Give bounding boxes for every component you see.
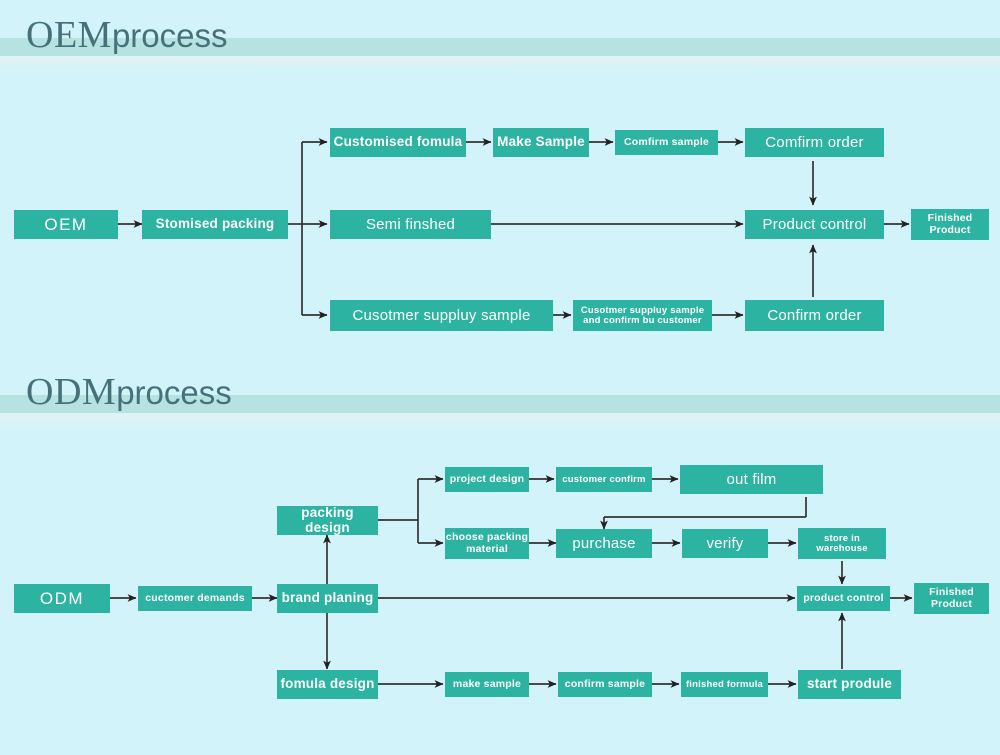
odm-node-confirm-sample[interactable]: confirm sample <box>558 672 652 697</box>
oem-connectors <box>118 138 910 319</box>
odm-title: ODMprocess <box>26 373 232 411</box>
oem-node-confirm-order-bottom[interactable]: Confirm order <box>745 300 884 331</box>
odm-node-product-control[interactable]: product control <box>797 586 890 611</box>
oem-title-strong: OEM <box>26 14 112 56</box>
odm-node-customer-confirm[interactable]: customer confirm <box>556 467 652 492</box>
oem-node-customer-supply-sample[interactable]: Cusotmer suppluy sample <box>330 300 553 331</box>
oem-flowchart: OEM Stomised packing Customised fomula M… <box>0 0 1000 360</box>
odm-title-weak: process <box>116 374 232 411</box>
odm-section: ODMprocess <box>0 357 1000 755</box>
oem-node-comfirm-order-top[interactable]: Comfirm order <box>745 128 884 157</box>
odm-title-strong: ODM <box>26 371 117 413</box>
odm-connectors <box>110 475 913 688</box>
oem-node-customer-confirm[interactable]: Cusotmer suppluy sample and confirm bu c… <box>573 300 712 331</box>
oem-section: OEMprocess <box>0 0 1000 360</box>
odm-node-make-sample[interactable]: make sample <box>445 672 529 697</box>
oem-section-header: OEMprocess <box>0 0 1000 72</box>
oem-node-finished-product[interactable]: Finished Product <box>911 209 989 240</box>
odm-node-finished-formula[interactable]: finished formula <box>681 672 768 697</box>
oem-node-customised-formula[interactable]: Customised fomula <box>330 128 466 157</box>
odm-node-start-produle[interactable]: start produle <box>798 670 901 699</box>
odm-node-brand-planing[interactable]: brand planing <box>277 584 378 613</box>
odm-node-project-design[interactable]: project design <box>445 467 529 492</box>
oem-title-weak: process <box>111 17 228 54</box>
odm-header-band-lower <box>0 413 1000 429</box>
oem-node-confirm-sample[interactable]: Comfirm sample <box>615 130 718 155</box>
odm-node-purchase[interactable]: purchase <box>556 529 652 558</box>
odm-node-finished-product[interactable]: Finished Product <box>914 583 989 614</box>
oem-node-semi-finished[interactable]: Semi finshed <box>330 210 491 239</box>
odm-section-header: ODMprocess <box>0 357 1000 429</box>
oem-node-root[interactable]: OEM <box>14 210 118 239</box>
oem-header-band-lower <box>0 56 1000 72</box>
oem-node-product-control[interactable]: Product control <box>745 210 884 239</box>
oem-header-band <box>0 38 1000 56</box>
odm-node-choose-packing-material[interactable]: choose packing material <box>445 528 529 559</box>
oem-node-make-sample[interactable]: Make Sample <box>493 128 589 157</box>
odm-header-band <box>0 395 1000 413</box>
odm-node-out-film[interactable]: out film <box>680 465 823 494</box>
odm-node-store-in-warehouse[interactable]: store in warehouse <box>798 528 886 559</box>
odm-node-root[interactable]: ODM <box>14 584 110 613</box>
odm-node-customer-demands[interactable]: cuctomer demands <box>138 586 252 611</box>
odm-flowchart: ODM cuctomer demands brand planing packi… <box>0 357 1000 755</box>
odm-node-packing-design[interactable]: packing design <box>277 506 378 535</box>
oem-node-packing[interactable]: Stomised packing <box>142 210 288 239</box>
odm-node-fomula-design[interactable]: fomula design <box>277 670 378 699</box>
oem-title: OEMprocess <box>26 16 228 54</box>
odm-node-verify[interactable]: verify <box>682 529 768 558</box>
